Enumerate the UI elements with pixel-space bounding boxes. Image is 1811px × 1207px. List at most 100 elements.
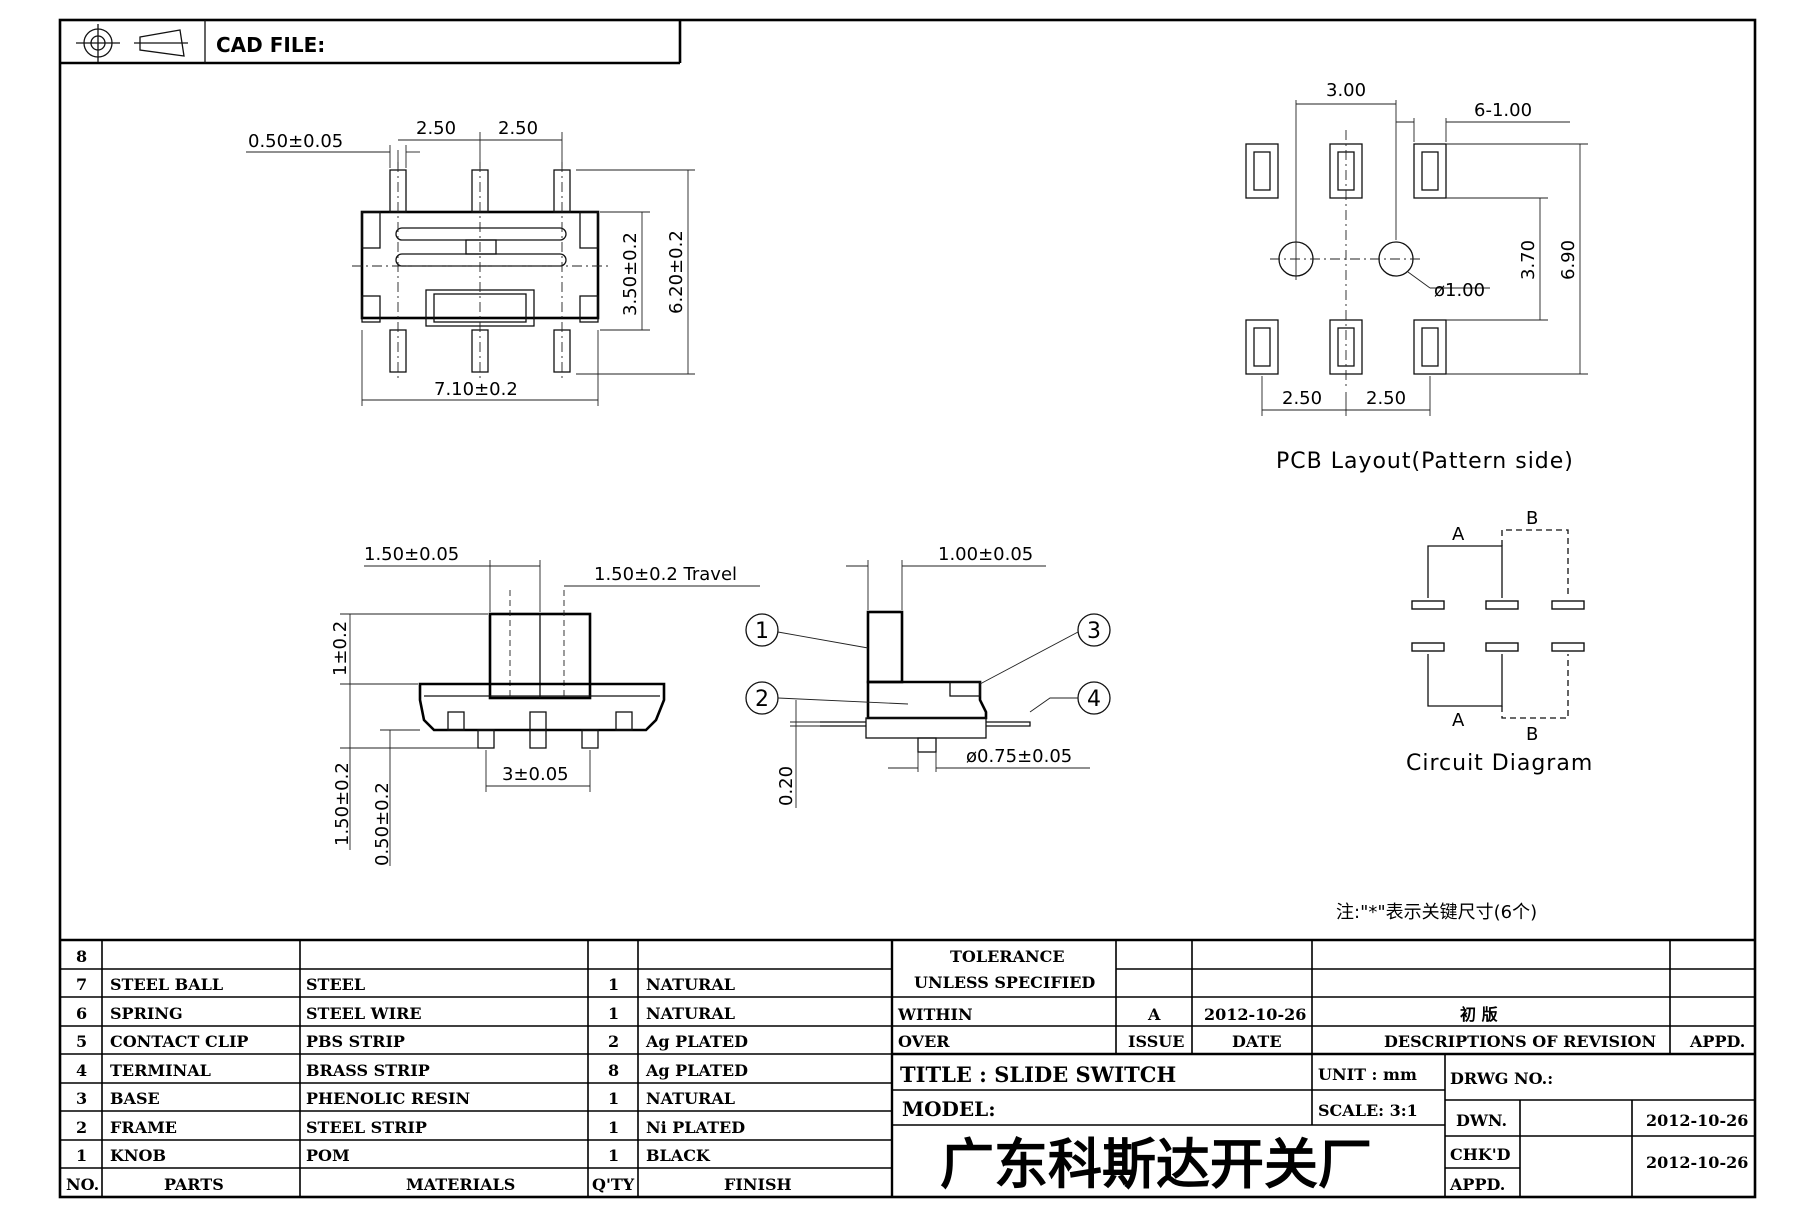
dim-leg-spacing: 3±0.05	[502, 764, 569, 785]
revision-header-date: DATE	[1232, 1032, 1282, 1051]
part-row-1-no: 1	[76, 1146, 87, 1165]
circuit-label-top-b: B	[1526, 508, 1538, 529]
part-row-5-material: PBS STRIP	[306, 1032, 405, 1051]
part-row-5-qty: 2	[608, 1032, 619, 1051]
revision-header-issue: ISSUE	[1128, 1032, 1184, 1051]
header-parts: PARTS	[164, 1175, 224, 1194]
header-qty: Q'TY	[592, 1175, 635, 1194]
header-finish: FINISH	[724, 1175, 792, 1194]
drawing-model: MODEL:	[902, 1097, 996, 1121]
dim-knob-height: 1±0.2	[330, 621, 351, 676]
dim-post-dia: ø0.75±0.05	[966, 746, 1072, 767]
dim-pad-width: 6-1.00	[1474, 100, 1532, 121]
revision-header-description: DESCRIPTIONS OF REVISION	[1384, 1032, 1656, 1051]
dim-pitch-2: 2.50	[498, 118, 538, 139]
part-row-1-qty: 1	[608, 1146, 619, 1165]
callout-1	[745, 613, 779, 647]
part-row-5-part: CONTACT CLIP	[110, 1032, 248, 1051]
part-row-1-finish: BLACK	[646, 1146, 711, 1165]
part-row-6-part: SPRING	[110, 1004, 183, 1023]
part-row-7-material: STEEL	[306, 975, 365, 994]
part-row-4-no: 4	[76, 1061, 87, 1080]
dim-pad-span: 3.70	[1518, 240, 1539, 280]
part-row-5-no: 5	[76, 1032, 87, 1051]
callout-2-label: 2	[755, 687, 769, 712]
dim-knob-thickness: 1.00±0.05	[938, 544, 1033, 565]
tolerance-line-2: UNLESS SPECIFIED	[914, 973, 1095, 992]
dim-knob-width: 1.50±0.05	[364, 544, 459, 565]
key-dimension-note: 注:"*"表示关键尺寸(6个)	[1336, 902, 1537, 923]
drawing-title: TITLE : SLIDE SWITCH	[900, 1062, 1176, 1087]
dim-lead-width: 0.50±0.05	[248, 131, 343, 152]
front-view: 1.50±0.05 1.50±0.2 Travel 1±0.2 1.50±0.2…	[330, 544, 760, 866]
part-row-6-material: STEEL WIRE	[306, 1004, 422, 1023]
part-row-7-finish: NATURAL	[646, 975, 735, 994]
dim-total-span: 6.90	[1558, 240, 1579, 280]
pcb-layout-caption: PCB Layout(Pattern side)	[1276, 449, 1574, 474]
projection-symbol-icon	[76, 24, 188, 62]
dim-leg-offset: 0.50±0.2	[372, 782, 393, 866]
part-row-3-no: 3	[76, 1089, 87, 1108]
part-row-4-qty: 8	[608, 1061, 619, 1080]
header-no: NO.	[66, 1175, 99, 1194]
dim-terminal-thickness: 0.20	[776, 766, 797, 806]
dim-leg-height: 1.50±0.2	[332, 762, 353, 846]
drawing-number-label: DRWG NO.:	[1450, 1069, 1553, 1088]
tolerance-line-1: TOLERANCE	[950, 947, 1065, 966]
part-row-2-no: 2	[76, 1118, 87, 1137]
pcb-layout: 3.00 6-1.00 ø1.00 3.70 6.90 2.50 2.50 PC…	[1245, 80, 1588, 474]
dim-pcb-pitch-2: 2.50	[1366, 388, 1406, 409]
drawn-label: DWN.	[1456, 1111, 1507, 1130]
dim-body-height: 3.50±0.2	[620, 232, 641, 316]
part-row-2-part: FRAME	[110, 1118, 177, 1137]
part-row-7-part: STEEL BALL	[110, 975, 223, 994]
sheet-border	[58, 18, 1757, 1199]
part-row-1-part: KNOB	[110, 1146, 166, 1165]
part-row-1-material: POM	[306, 1146, 350, 1165]
part-row-7-qty: 1	[608, 975, 619, 994]
callout-3	[1077, 613, 1111, 647]
circuit-diagram: A B A B Circuit Diagram	[1406, 508, 1593, 776]
cad-file-label: CAD FILE:	[216, 33, 325, 57]
part-row-8-no: 8	[76, 947, 87, 966]
part-row-6-finish: NATURAL	[646, 1004, 735, 1023]
checked-label: CHK'D	[1450, 1145, 1511, 1164]
part-row-7-no: 7	[76, 975, 87, 994]
part-row-6-qty: 1	[608, 1004, 619, 1023]
part-row-6-no: 6	[76, 1004, 87, 1023]
part-row-4-part: TERMINAL	[110, 1061, 211, 1080]
cad-header: CAD FILE:	[60, 20, 682, 65]
top-view: 0.50±0.05 2.50 2.50 3.50±0.2 6.20±0.2 7.…	[246, 118, 695, 406]
part-row-4-finish: Ag PLATED	[645, 1061, 748, 1080]
part-row-3-qty: 1	[608, 1089, 619, 1108]
title-block: 8 7 STEEL BALL STEEL 1 NATURAL 6 SPRING …	[60, 938, 1755, 1197]
company-name: 广东科斯达开关厂	[940, 1132, 1372, 1196]
tolerance-over: OVER	[898, 1032, 950, 1051]
part-row-3-finish: NATURAL	[646, 1089, 735, 1108]
revision-issue: A	[1147, 1005, 1161, 1024]
revision-date: 2012-10-26	[1204, 1005, 1306, 1024]
dim-body-length: 7.10±0.2	[434, 379, 518, 400]
header-materials: MATERIALS	[406, 1175, 515, 1194]
circuit-label-top-a: A	[1452, 524, 1465, 545]
callout-3-label: 3	[1087, 619, 1101, 644]
approved-label: APPD.	[1449, 1175, 1505, 1194]
revision-description: 初 版	[1460, 1005, 1498, 1024]
part-row-3-part: BASE	[110, 1089, 160, 1108]
circuit-label-bottom-b: B	[1526, 724, 1538, 745]
part-row-3-material: PHENOLIC RESIN	[306, 1089, 470, 1108]
dim-pitch-1: 2.50	[416, 118, 456, 139]
dim-travel: 1.50±0.2 Travel	[594, 564, 737, 585]
circuit-diagram-caption: Circuit Diagram	[1406, 751, 1593, 776]
dim-pcb-pitch-1: 2.50	[1282, 388, 1322, 409]
part-row-4-material: BRASS STRIP	[306, 1061, 430, 1080]
side-view: 1.00±0.05 ø0.75±0.05 0.20 1 2 3 4	[745, 544, 1111, 808]
part-row-2-material: STEEL STRIP	[306, 1118, 427, 1137]
part-row-2-finish: Ni PLATED	[646, 1118, 745, 1137]
drawn-date: 2012-10-26	[1646, 1111, 1748, 1130]
callout-4-label: 4	[1087, 687, 1101, 712]
dim-hole-pitch: 3.00	[1326, 80, 1366, 101]
tolerance-within: WITHIN	[897, 1005, 973, 1024]
drawing-unit: UNIT : mm	[1318, 1065, 1417, 1084]
